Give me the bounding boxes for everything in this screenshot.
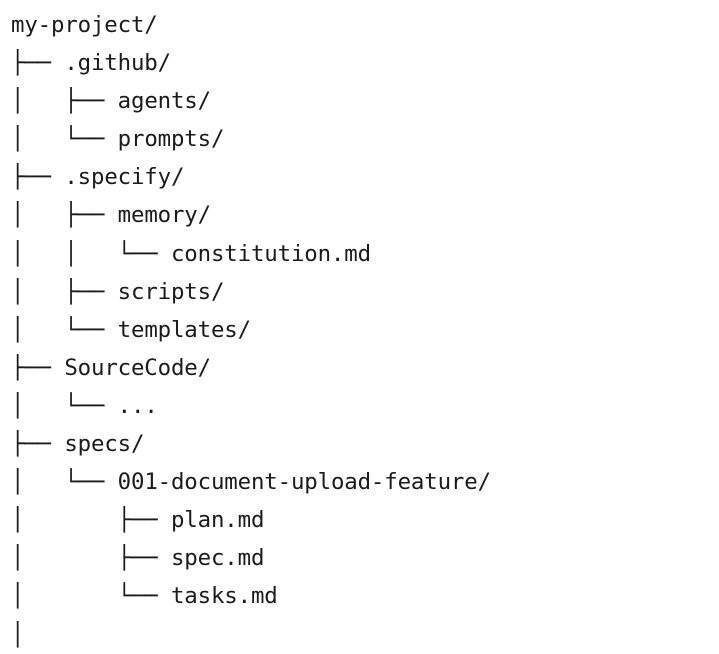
tree-row-sourcecode-ellipsis: │ └── ... — [11, 387, 719, 425]
tree-row-label: memory/ — [117, 202, 211, 229]
tree-row-plan-md: │ ├── plan.md — [11, 501, 719, 539]
tree-row-prefix: │ ├── — [11, 202, 118, 229]
tree-row-prefix: ├── — [11, 50, 65, 77]
tree-row-specify: ├── .specify/ — [11, 158, 719, 196]
tree-row-tasks-md: │ └── tasks.md — [11, 577, 719, 615]
tree-row-prefix: │ ├── — [11, 545, 171, 572]
tree-row-github-agents: │ ├── agents/ — [11, 82, 719, 120]
tree-row-label: templates/ — [117, 316, 251, 343]
tree-row-label: .specify/ — [64, 164, 185, 191]
tree-row-label: .github/ — [64, 50, 171, 77]
tree-row-prefix: │ └── — [11, 316, 118, 343]
tree-row-prefix: │ └── — [11, 392, 118, 419]
tree-row-label: spec.md — [170, 545, 265, 572]
tree-row-label: constitution.md — [170, 240, 371, 267]
directory-tree-view: my-project/ ├── .github/ │ ├── agents/ │ └─… — [11, 12, 492, 648]
tree-row-specify-memory: │ ├── memory/ — [11, 196, 719, 234]
tree-row-sourcecode: ├── SourceCode/ — [11, 349, 719, 387]
tree-row-trunk-continuation: │ — [11, 616, 719, 654]
tree-row-specify-scripts: │ ├── scripts/ — [11, 273, 719, 311]
tree-row-prefix: ├── — [11, 164, 65, 191]
tree-row-github: ├── .github/ — [11, 44, 719, 82]
tree-row-github-prompts: │ └── prompts/ — [11, 120, 719, 158]
tree-row-prefix: ├── — [11, 354, 65, 381]
tree-row-label: prompts/ — [117, 126, 225, 153]
tree-row-prefix: │ └── — [11, 126, 118, 153]
tree-row-prefix: ├── — [11, 431, 65, 458]
tree-row-label: agents/ — [117, 88, 211, 115]
tree-row-prefix: │ │ └── — [11, 240, 171, 267]
tree-row-label: specs/ — [64, 431, 145, 458]
tree-row-prefix: │ ├── — [11, 507, 171, 534]
tree-row-prefix: │ └── — [11, 469, 118, 496]
tree-row-prefix: │ ├── — [11, 88, 118, 115]
tree-row-specs: ├── specs/ — [11, 425, 719, 463]
tree-row-prefix: │ ├── — [11, 278, 118, 305]
tree-row-specify-templates: │ └── templates/ — [11, 311, 719, 349]
tree-row-label: 001-document-upload-feature/ — [117, 469, 491, 496]
tree-row-label: ... — [117, 392, 158, 419]
tree-row-label: tasks.md — [170, 583, 278, 610]
tree-row-specs-feature: │ └── 001-document-upload-feature/ — [11, 463, 719, 501]
tree-row-label: my-project/ — [11, 12, 158, 38]
tree-row-label: scripts/ — [117, 278, 225, 305]
tree-row-prefix: │ — [11, 621, 25, 648]
tree-row-root: my-project/ — [11, 6, 719, 44]
tree-row-label: SourceCode/ — [64, 354, 211, 381]
tree-row-prefix: │ └── — [11, 583, 171, 610]
tree-row-constitution-md: │ │ └── constitution.md — [11, 235, 719, 273]
tree-row-spec-md: │ ├── spec.md — [11, 539, 719, 577]
tree-row-label: plan.md — [170, 507, 265, 534]
